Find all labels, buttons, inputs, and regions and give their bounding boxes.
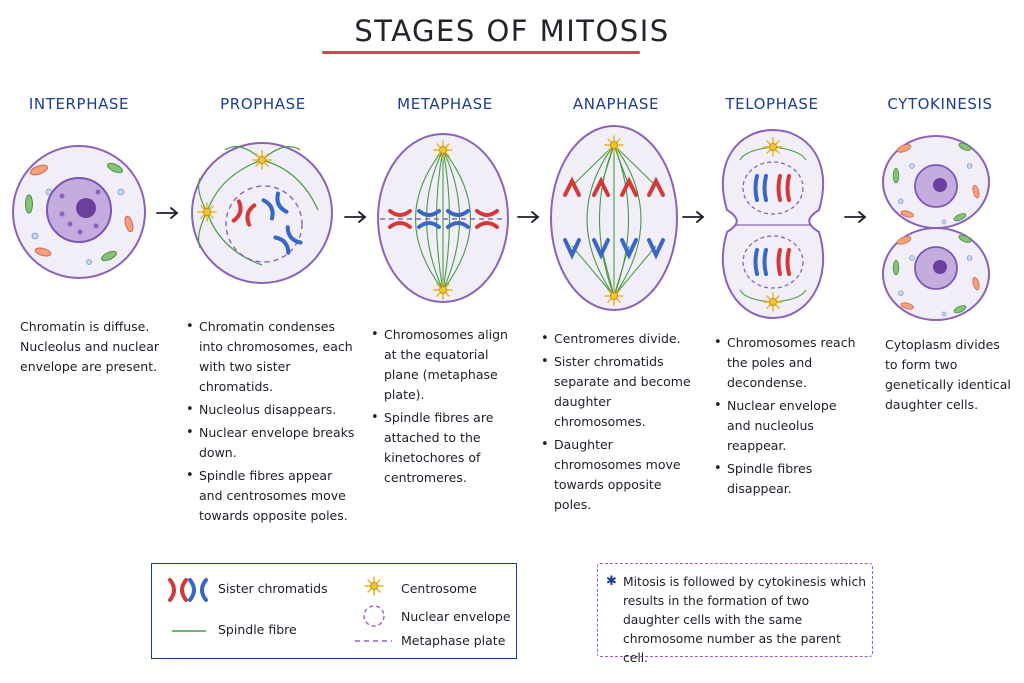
anaphase-bullet: Daughter chromosomes move towards opposi… (541, 435, 701, 515)
legend-label-metaphase-plate: Metaphase plate (401, 633, 506, 648)
arrow-icon (344, 211, 367, 223)
anaphase-bullet: Centromeres divide. (541, 329, 701, 349)
cytokinesis-description: Cytoplasm divides to form two geneticall… (885, 337, 1011, 412)
page-title: STAGES OF MITOSIS (354, 14, 670, 48)
cytokinesis-cells (882, 135, 990, 321)
interphase-description: Chromatin is diffuse. Nucleolus and nucl… (20, 319, 160, 374)
sister-chromatids-icon (188, 578, 208, 602)
arrow-icon (682, 211, 705, 223)
legend-label-sister-chromatids: Sister chromatids (218, 581, 328, 596)
prophase-bullet: Nucleolus disappears. (186, 400, 356, 420)
legend: Sister chromatids Spindle fibre Centroso… (151, 563, 517, 659)
prophase-description: Chromatin condenses into chromosomes, ea… (186, 317, 356, 529)
arrow-icon (844, 211, 867, 223)
stage-title-interphase: INTERPHASE (28, 95, 130, 113)
asterisk-icon: ✱ (606, 574, 617, 589)
telophase-description: Chromosomes reach the poles and deconden… (714, 333, 860, 502)
anaphase-bullet: Sister chromatids separate and become da… (541, 352, 701, 432)
telophase-bullet: Nuclear envelope and nucleolus reappear. (714, 396, 860, 456)
nucleolus (76, 198, 96, 218)
nuclear-envelope-breaking (225, 185, 303, 263)
prophase-bullet: Nuclear envelope breaks down. (186, 423, 356, 463)
note-text: Mitosis is followed by cytokinesis which… (623, 575, 867, 665)
metaphase-bullet: Chromosomes align at the equatorial plan… (371, 325, 513, 405)
telophase-bullet: Spindle fibres disappear. (714, 459, 860, 499)
cytokinesis-note: ✱ Mitosis is followed by cytokinesis whi… (597, 563, 873, 665)
title-underline (322, 51, 640, 54)
legend-label-centrosome: Centrosome (401, 581, 477, 596)
arrow-icon (517, 211, 540, 223)
prophase-cell (191, 142, 333, 284)
stage-title-telophase: TELOPHASE (725, 95, 819, 113)
anaphase-description: Centromeres divide. Sister chromatids se… (541, 329, 701, 518)
stage-title-anaphase: ANAPHASE (572, 95, 660, 113)
legend-symbols (168, 576, 392, 642)
stage-title-cytokinesis: CYTOKINESIS (887, 95, 993, 113)
metaphase-description: Chromosomes align at the equatorial plan… (371, 325, 513, 491)
legend-label-spindle-fibre: Spindle fibre (218, 622, 297, 637)
prophase-bullet: Chromatin condenses into chromosomes, ea… (186, 317, 356, 397)
interphase-cell (12, 145, 146, 279)
centrosome-icon (364, 576, 384, 596)
prophase-bullet: Spindle fibres appear and centrosomes mo… (186, 466, 356, 526)
stage-title-metaphase: METAPHASE (397, 95, 493, 113)
nuclear-envelope-icon (363, 605, 385, 627)
sister-chromatids-icon (168, 578, 188, 602)
metaphase-bullet: Spindle fibres are attached to the kinet… (371, 408, 513, 488)
legend-label-nuclear-envelope: Nuclear envelope (401, 609, 511, 624)
telophase-bullet: Chromosomes reach the poles and deconden… (714, 333, 860, 393)
telophase-cell (721, 128, 825, 320)
stage-title-prophase: PROPHASE (220, 95, 306, 113)
arrow-icon (156, 207, 179, 219)
metaphase-cell (377, 133, 509, 303)
anaphase-cell (550, 125, 678, 311)
